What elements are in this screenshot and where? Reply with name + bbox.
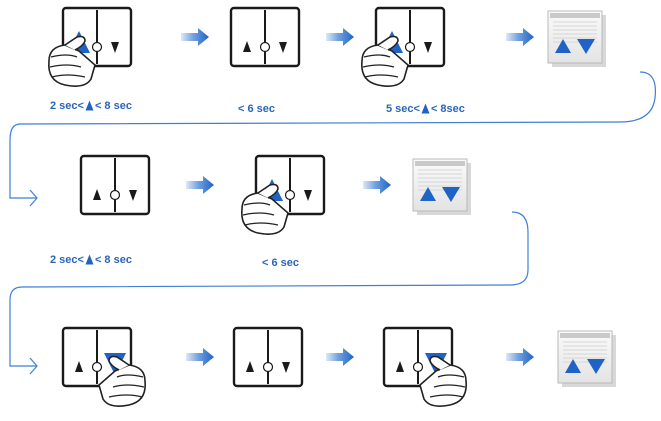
step-arrow: [506, 348, 534, 366]
step-arrow: [181, 28, 209, 46]
logo-icon: [91, 41, 103, 53]
double-rocker-switch-icon[interactable]: [241, 154, 326, 235]
caption-text: < 8 sec: [94, 100, 132, 112]
double-rocker-switch-icon[interactable]: [229, 6, 301, 68]
step-arrow: [326, 348, 354, 366]
step-arrow: [326, 28, 354, 46]
up-button-icon: [85, 254, 94, 265]
logo-icon: [412, 361, 424, 373]
blue-right-arrow-icon: [186, 176, 214, 194]
pressing-hand-icon: [48, 35, 96, 87]
down-arrow-icon[interactable]: [279, 42, 287, 53]
step-arrow: [186, 348, 214, 366]
result-step: [412, 158, 471, 215]
pressing-hand-icon: [241, 183, 289, 235]
result-step: [557, 330, 616, 387]
timing-caption: 2 sec< < 8 sec: [50, 99, 132, 113]
timing-caption: 2 sec< < 8 sec: [50, 253, 132, 267]
timing-caption: < 6 sec: [238, 102, 275, 116]
caption-text: < 8sec: [430, 103, 465, 115]
caption-text: < 6 sec: [238, 103, 276, 115]
logo-icon: [284, 189, 296, 201]
up-button-icon: [85, 100, 94, 111]
step-arrow: [506, 28, 534, 46]
steps: [48, 6, 616, 407]
double-rocker-switch-icon[interactable]: [361, 6, 446, 87]
caption-text: 5 sec<: [386, 103, 420, 115]
blue-right-arrow-icon: [326, 28, 354, 46]
connector-arrowhead-icon: [29, 357, 38, 375]
double-rocker-switch-icon[interactable]: [79, 154, 151, 216]
up-arrow-icon[interactable]: [93, 189, 101, 200]
blue-right-arrow-icon: [181, 28, 209, 46]
caption-text: 2 sec<: [50, 100, 84, 112]
logo-icon: [404, 41, 416, 53]
result-step: [547, 10, 606, 67]
logo-icon: [259, 41, 271, 53]
sequence-row: [79, 154, 471, 235]
logo-icon: [91, 361, 103, 373]
logo-icon: [262, 361, 274, 373]
step-arrow: [186, 176, 214, 194]
double-rocker-switch-icon[interactable]: [382, 326, 467, 407]
down-arrow-icon[interactable]: [424, 42, 432, 53]
pressing-hand-icon: [98, 355, 146, 407]
connector-line: [9, 71, 657, 199]
blue-right-arrow-icon: [326, 348, 354, 366]
step-arrow: [363, 176, 391, 194]
caption-text: 2 sec<: [50, 254, 84, 266]
pressing-hand-icon: [419, 355, 467, 407]
blind-position-icon: [412, 158, 471, 215]
down-arrow-icon[interactable]: [129, 190, 137, 201]
pressing-hand-icon: [361, 35, 409, 87]
up-arrow-icon[interactable]: [396, 361, 404, 372]
sequence-row: [61, 326, 616, 407]
caption-text: < 6 sec: [262, 257, 300, 269]
double-rocker-switch-icon[interactable]: [61, 326, 146, 407]
up-arrow-icon[interactable]: [243, 41, 251, 52]
down-arrow-icon[interactable]: [111, 42, 119, 53]
connector-line: [9, 211, 529, 367]
double-rocker-switch-icon[interactable]: [48, 6, 133, 87]
timing-caption: < 6 sec: [262, 256, 299, 270]
blue-right-arrow-icon: [506, 348, 534, 366]
sequence-row: [48, 6, 606, 87]
timing-caption: 5 sec< < 8sec: [386, 102, 465, 116]
caption-text: < 8 sec: [94, 254, 132, 266]
blind-position-icon: [547, 10, 606, 67]
blind-position-icon: [557, 330, 616, 387]
up-arrow-icon[interactable]: [246, 361, 254, 372]
double-rocker-switch-icon[interactable]: [232, 326, 304, 388]
connector-lines: [9, 71, 657, 375]
blue-right-arrow-icon: [186, 348, 214, 366]
down-arrow-icon[interactable]: [304, 190, 312, 201]
up-arrow-icon[interactable]: [75, 361, 83, 372]
blue-right-arrow-icon: [506, 28, 534, 46]
up-button-icon: [421, 103, 430, 114]
logo-icon: [109, 189, 121, 201]
blue-right-arrow-icon: [363, 176, 391, 194]
down-arrow-icon[interactable]: [282, 362, 290, 373]
connector-arrowhead-icon: [29, 189, 38, 207]
